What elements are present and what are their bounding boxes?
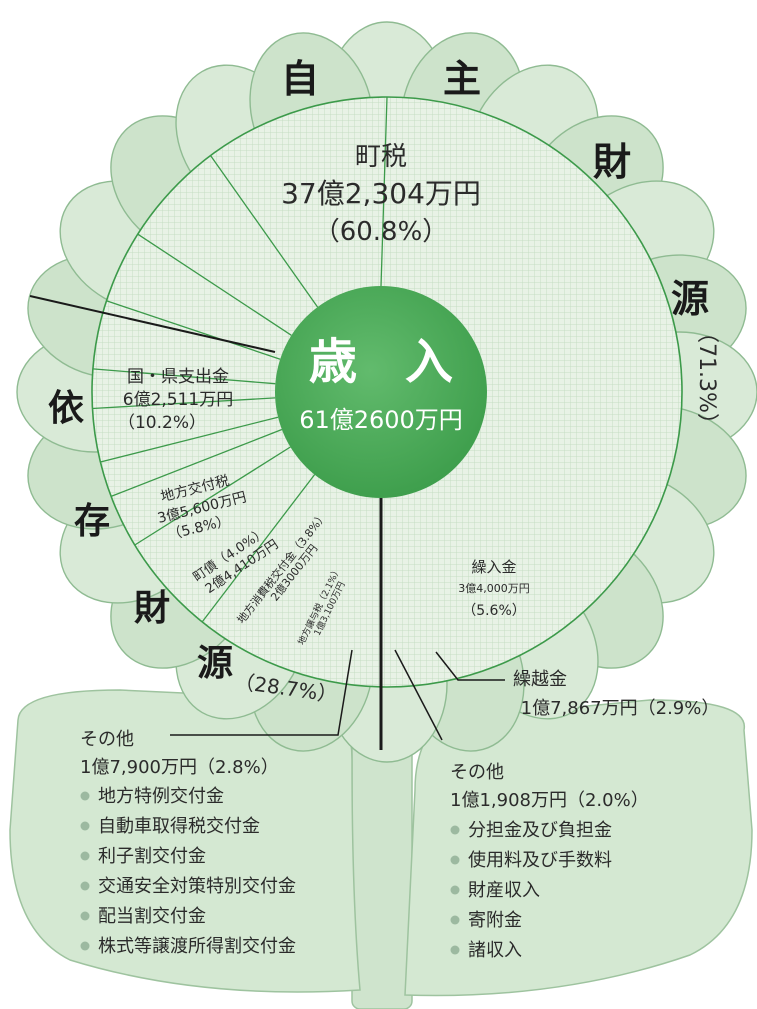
other-self-block: その他 1億1,908万円（2.0%） 分担金及び負担金 使用料及び手数料 財産…: [450, 762, 649, 961]
svg-text:使用料及び手数料: 使用料及び手数料: [468, 850, 612, 871]
other-dep-item: 地方特例交付金: [80, 786, 224, 807]
other-self-item: 財産収入: [450, 880, 540, 901]
town-tax-amount: 37億2,304万円: [281, 177, 481, 210]
stem-and-leaves: [9, 689, 753, 1009]
leader-lines: [29, 295, 505, 750]
left-leaf: [9, 689, 361, 993]
slice-boundary: [134, 446, 291, 546]
carryover-amount: 1億7,867万円（2.9%）: [521, 698, 720, 719]
slice-boundary: [210, 155, 319, 308]
other-dep-name: その他: [80, 729, 134, 750]
national-name: 国・県支出金: [127, 367, 229, 387]
ring-char-dep-1: 依: [48, 388, 84, 429]
other-dep-item: 配当割交付金: [80, 906, 206, 927]
slice-boundary: [92, 397, 276, 410]
ring-labels-self: 自 主 財 源 （71.3%）: [281, 57, 719, 435]
svg-text:自動車取得税交付金: 自動車取得税交付金: [98, 816, 260, 837]
svg-text:諸収入: 諸収入: [468, 940, 522, 961]
slice-boundary: [110, 428, 283, 498]
slice-boundary: [106, 300, 281, 360]
other-self-item: 分担金及び負担金: [450, 820, 612, 841]
national-amount: 6億2,511万円: [123, 390, 233, 410]
slice-boundary: [137, 233, 292, 336]
reserve-in-amount: 3億4,000万円: [458, 582, 530, 595]
right-leaf: [404, 699, 753, 997]
svg-text:株式等譲渡所得割交付金: 株式等譲渡所得割交付金: [98, 936, 296, 957]
slice-boundary: [201, 474, 316, 623]
self-percent: （71.3%）: [694, 321, 719, 435]
other-dep-item: 交通安全対策特別交付金: [80, 876, 296, 897]
ring-char-self-3: 財: [593, 140, 631, 184]
other-dependent-block: その他 1億7,900万円（2.8%） 地方特例交付金 自動車取得税交付金 利子…: [80, 729, 296, 957]
ring-char-dep-2: 存: [74, 501, 110, 542]
slice-boundary: [92, 368, 276, 385]
other-dep-amount: 1億7,900万円（2.8%）: [80, 757, 279, 778]
reserve-in-name: 繰入金: [471, 558, 516, 576]
national-pct: （10.2%）: [118, 413, 206, 433]
other-self-name: その他: [450, 762, 504, 783]
carryover-name: 繰越金: [513, 669, 567, 690]
slice-boundary: [380, 96, 388, 287]
ring-char-self-4: 源: [671, 277, 709, 321]
town-tax-name: 町税: [355, 142, 407, 172]
reserve-in-pct: （5.6%）: [462, 603, 526, 619]
svg-text:利子割交付金: 利子割交付金: [98, 846, 206, 867]
ring-char-dep-3: 財: [134, 588, 170, 629]
svg-text:寄附金: 寄附金: [468, 910, 522, 931]
slice-boundary: [100, 416, 279, 463]
svg-text:地方特例交付金: 地方特例交付金: [98, 786, 224, 807]
ring-char-dep-4: 源: [197, 643, 233, 684]
other-dep-item: 株式等譲渡所得割交付金: [80, 936, 296, 957]
other-dep-item: 利子割交付金: [80, 846, 206, 867]
other-self-amount: 1億1,908万円（2.0%）: [450, 790, 649, 811]
town-tax-pct: （60.8%）: [314, 217, 449, 247]
center-total: 61億2600万円: [299, 406, 463, 434]
other-self-item: 寄附金: [450, 910, 522, 931]
svg-text:交通安全対策特別交付金: 交通安全対策特別交付金: [98, 876, 296, 897]
other-self-item: 諸収入: [450, 940, 522, 961]
svg-text:配当割交付金: 配当割交付金: [98, 906, 206, 927]
other-self-item: 使用料及び手数料: [450, 850, 612, 871]
center-title: 歳 入: [309, 334, 453, 390]
other-dep-item: 自動車取得税交付金: [80, 816, 260, 837]
ring-char-self-1: 自: [281, 57, 319, 101]
center-circle: [275, 286, 487, 498]
slice-lines: [92, 96, 388, 623]
svg-text:分担金及び負担金: 分担金及び負担金: [468, 820, 612, 841]
svg-text:財産収入: 財産収入: [468, 880, 540, 901]
ring-char-self-2: 主: [443, 57, 481, 101]
